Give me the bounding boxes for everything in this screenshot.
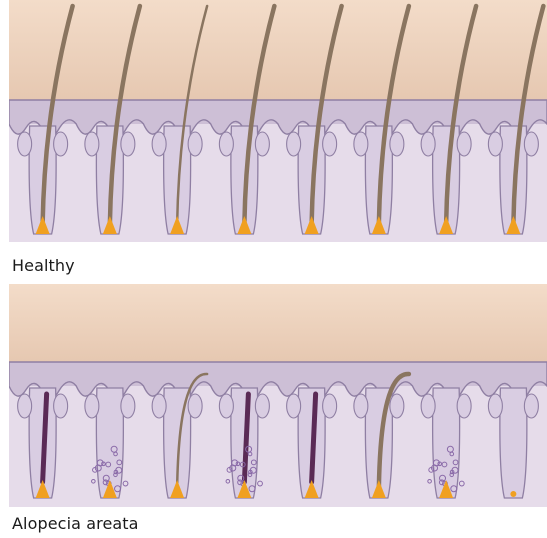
caption-alopecia: Alopecia areata: [12, 514, 139, 533]
sebaceous-gland: [54, 394, 68, 418]
healthy-scalp-svg: [9, 0, 547, 242]
sebaceous-gland: [457, 132, 471, 156]
hair-bulb: [510, 491, 516, 497]
sebaceous-gland: [287, 132, 301, 156]
alopecia-scalp-svg: [9, 284, 547, 507]
sebaceous-gland: [255, 394, 269, 418]
sebaceous-gland: [219, 132, 233, 156]
sebaceous-gland: [354, 132, 368, 156]
sebaceous-gland: [323, 132, 337, 156]
sebaceous-gland: [18, 394, 32, 418]
sebaceous-gland: [390, 394, 404, 418]
sebaceous-gland: [255, 132, 269, 156]
sebaceous-gland: [488, 132, 502, 156]
sebaceous-gland: [323, 394, 337, 418]
healthy-scalp-illustration: [9, 0, 547, 242]
sebaceous-gland: [54, 132, 68, 156]
sebaceous-gland: [18, 132, 32, 156]
skin-surface: [9, 284, 547, 362]
sebaceous-gland: [287, 394, 301, 418]
sebaceous-gland: [85, 394, 99, 418]
sebaceous-gland: [121, 132, 135, 156]
sebaceous-gland: [457, 394, 471, 418]
sebaceous-gland: [85, 132, 99, 156]
sebaceous-gland: [421, 132, 435, 156]
sebaceous-gland: [188, 394, 202, 418]
sebaceous-gland: [524, 394, 538, 418]
sebaceous-gland: [219, 394, 233, 418]
sebaceous-gland: [421, 394, 435, 418]
sebaceous-gland: [152, 394, 166, 418]
sebaceous-gland: [188, 132, 202, 156]
sebaceous-gland: [390, 132, 404, 156]
sebaceous-gland: [354, 394, 368, 418]
caption-healthy: Healthy: [12, 256, 75, 275]
alopecia-scalp-illustration: [9, 284, 547, 507]
sebaceous-gland: [524, 132, 538, 156]
sebaceous-gland: [152, 132, 166, 156]
sebaceous-gland: [121, 394, 135, 418]
sebaceous-gland: [488, 394, 502, 418]
follicle-sheath: [500, 388, 527, 498]
